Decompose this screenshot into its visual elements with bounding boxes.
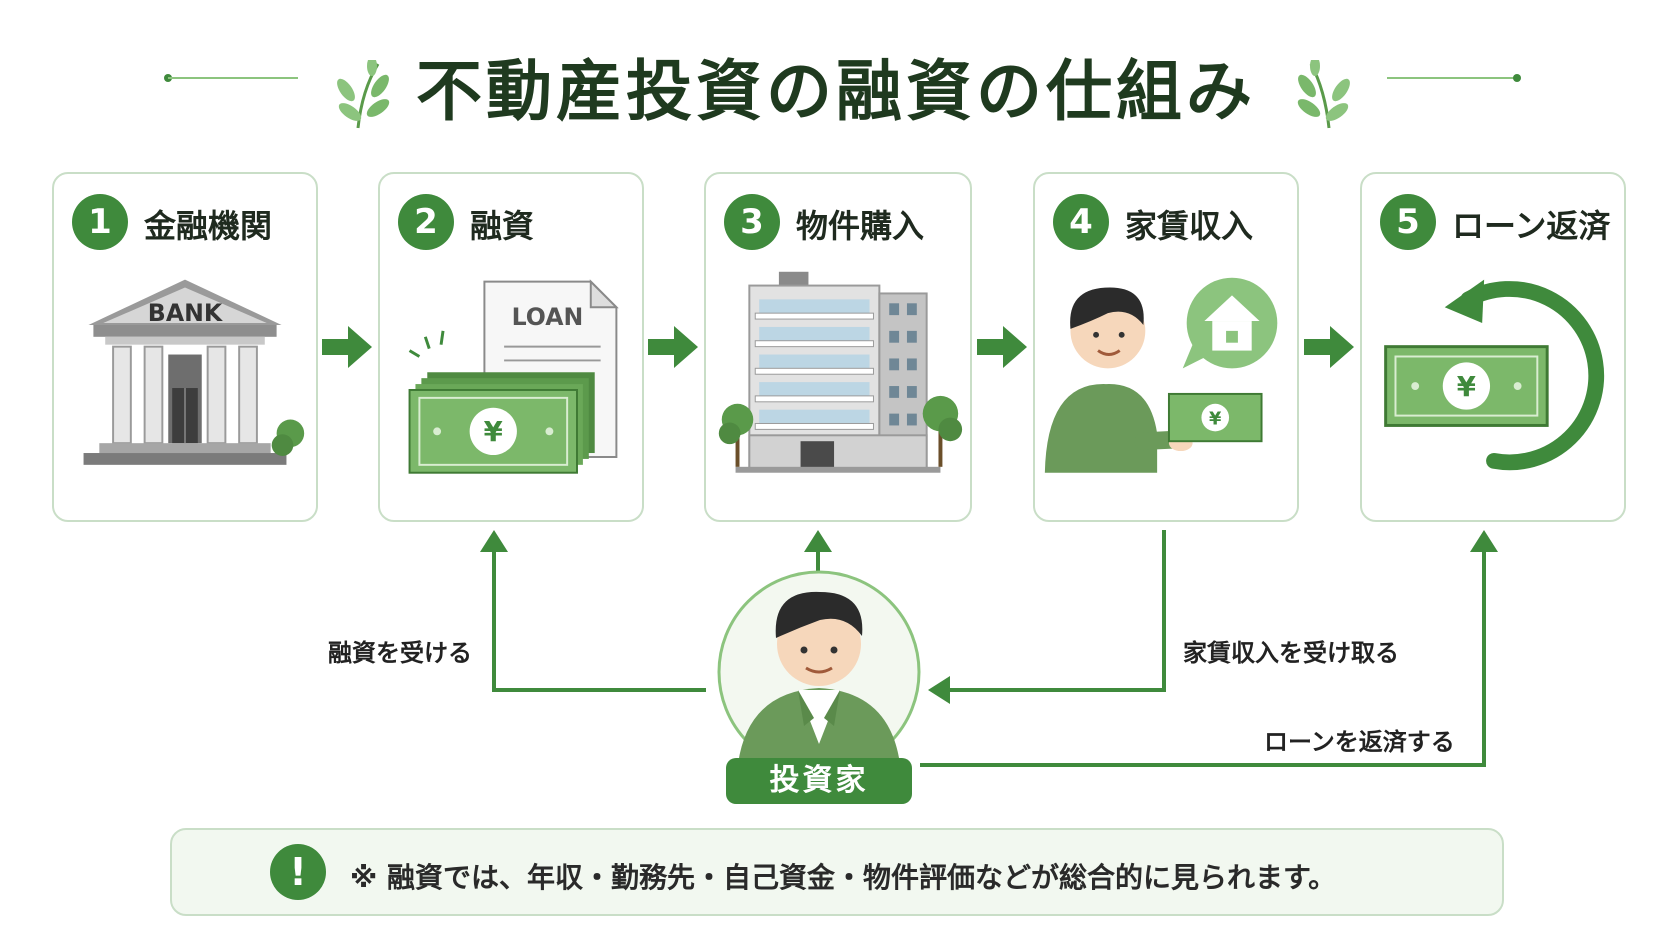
arrow-right-icon <box>648 326 698 368</box>
step-card-property-purchase: 3 物件購入 <box>704 172 972 522</box>
apartment-building-icon <box>718 271 963 473</box>
rent-income-icon: ¥ <box>1044 277 1278 473</box>
step-number: 4 <box>1053 194 1109 250</box>
note-text: ※ 融資では、年収・勤務先・自己資金・物件評価などが総合的に見られます。 <box>350 861 1337 894</box>
step-card-financial-institution: 1 金融機関 BANK <box>52 172 318 522</box>
step-number: 1 <box>72 194 128 250</box>
note-box: ! ※ 融資では、年収・勤務先・自己資金・物件評価などが総合的に見られます。 <box>170 828 1504 916</box>
arrow-right-icon <box>977 326 1027 368</box>
loan-money-icon: LOAN ¥ <box>408 279 619 474</box>
exclamation-icon: ! <box>270 844 326 900</box>
loan-sign: LOAN <box>512 303 584 331</box>
page-title: 不動産投資の融資の仕組み <box>416 53 1256 130</box>
step-label: 融資 <box>470 207 535 245</box>
arrow-left-icon <box>928 676 950 704</box>
arrow-right-icon <box>1304 326 1354 368</box>
title-decoration-right <box>1297 60 1521 129</box>
person-icon <box>1044 287 1193 473</box>
leaf-icon <box>1297 60 1350 129</box>
leaf-icon <box>337 60 390 129</box>
flow-label-repay-loan: ローンを返済する <box>1264 728 1455 756</box>
yen-symbol: ¥ <box>1209 409 1222 429</box>
step-number: 3 <box>724 194 780 250</box>
title-decoration-left <box>164 60 390 129</box>
repayment-cycle-icon: ¥ <box>1384 279 1605 471</box>
flow-label-receive-rent: 家賃収入を受け取る <box>1183 639 1399 667</box>
step-label: 家賃収入 <box>1125 207 1254 245</box>
flow-label-receive-loan: 融資を受ける <box>328 639 472 667</box>
investor-label: 投資家 <box>726 758 912 804</box>
arrow-up-icon <box>804 530 832 552</box>
arrow-right-icon <box>322 326 372 368</box>
step-number: 2 <box>398 194 454 250</box>
step-card-loan-repayment: 5 ローン返済 ¥ <box>1360 172 1626 522</box>
house-speech-bubble-icon <box>1182 277 1278 369</box>
step-card-loan: 2 融資 LOAN ¥ <box>378 172 644 522</box>
tree-icon <box>718 403 754 467</box>
yen-symbol: ¥ <box>484 415 503 448</box>
investor-avatar <box>717 570 921 768</box>
bank-icon: BANK <box>83 279 305 465</box>
connector-repay-loan <box>920 548 1486 767</box>
connector-receive-rent <box>944 530 1166 692</box>
bank-sign: BANK <box>148 299 224 327</box>
tree-icon <box>922 395 963 467</box>
step-label: ローン返済 <box>1452 207 1611 245</box>
yen-symbol: ¥ <box>1457 370 1476 403</box>
step-card-rental-income: 4 家賃収入 ¥ <box>1033 172 1299 522</box>
step-label: 物件購入 <box>796 207 925 245</box>
connector-receive-loan <box>492 548 706 692</box>
step-label: 金融機関 <box>144 207 273 245</box>
step-number: 5 <box>1380 194 1436 250</box>
arrow-up-icon <box>480 530 508 552</box>
arrow-up-icon <box>1470 530 1498 552</box>
